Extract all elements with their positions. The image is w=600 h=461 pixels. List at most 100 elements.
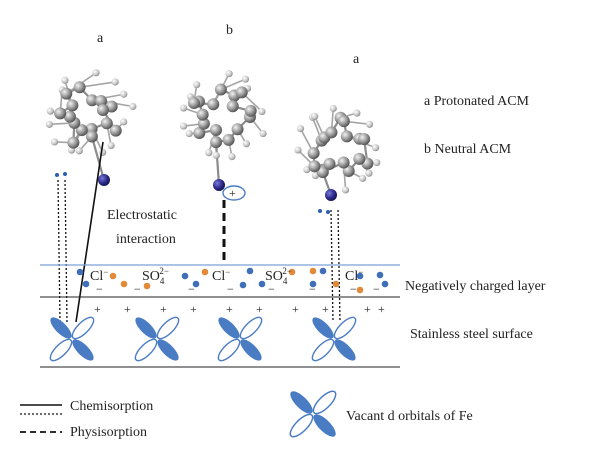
hydrogen-atom: [99, 148, 107, 156]
lone-pair-dot: [63, 172, 67, 176]
hydrogen-atom: [179, 122, 188, 130]
nitrogen-atom: [325, 189, 337, 201]
molecule-bond: [90, 136, 106, 181]
negative-charge-symbol: −: [350, 282, 357, 296]
carbon-atom: [358, 133, 371, 146]
dotted-bond-right-b: [337, 209, 341, 323]
d-orbital-icon: [134, 316, 180, 362]
neutral-acm-molecule: [179, 70, 267, 191]
positive-charge-symbol: +: [94, 302, 101, 316]
orbital-lobe-filled: [72, 339, 94, 361]
legend-physisorption: Physisorption: [70, 425, 147, 440]
electrostatic-label-line2: interaction: [116, 232, 176, 247]
molecule-right-label: a: [353, 52, 360, 67]
carbon-atom: [60, 87, 73, 100]
carbon-atom: [197, 117, 210, 130]
hydrogen-atom: [329, 104, 337, 113]
carbon-atom: [226, 100, 239, 113]
chloride-ion-dot: [356, 272, 364, 280]
d-orbital-icon: [49, 316, 95, 362]
dotted-bond-left-b: [64, 179, 68, 323]
sulfate-ion-dot: [109, 272, 117, 280]
negative-charge-symbol: −: [227, 282, 234, 296]
legend-protonated-acm: a Protonated ACM: [424, 94, 530, 109]
dotted-bond-right-a: [330, 209, 334, 323]
hydrogen-atom: [259, 129, 267, 138]
carbon-atom: [307, 147, 320, 160]
lone-pair-dot: [55, 173, 59, 177]
protonated-acm-molecule-right: [294, 104, 381, 201]
hydrogen-atom: [75, 147, 83, 155]
orbital-lobe-filled: [50, 317, 72, 339]
positive-charge-symbol: +: [378, 302, 385, 316]
orbital-lobe-open: [311, 338, 335, 362]
lone-pair-dot: [326, 210, 330, 214]
carbon-atom: [323, 157, 336, 170]
orbital-lobe-filled: [218, 317, 240, 339]
hydrogen-atom: [120, 90, 128, 98]
orbital-lobe-filled: [240, 339, 262, 361]
hydrogen-atom: [359, 174, 367, 182]
chloride-ion-dot: [82, 280, 90, 288]
negative-charge-symbol: −: [96, 282, 103, 296]
chloride-ion-dot: [309, 280, 317, 288]
orbital-lobe-filled: [334, 339, 356, 361]
nitrogen-atom: [213, 179, 225, 191]
sulfate-ion-dot: [143, 282, 151, 290]
legend-neutral-acm: b Neutral ACM: [424, 142, 512, 157]
positive-charge-symbol: +: [256, 302, 263, 316]
carbon-atom: [196, 108, 209, 121]
carbon-atom: [85, 130, 98, 143]
carbon-atom: [187, 96, 200, 109]
hydrogen-atom: [107, 141, 115, 150]
carbon-atom: [325, 126, 338, 139]
sulfate-ion-dot: [201, 268, 209, 276]
negative-charge-symbol: −: [309, 282, 316, 296]
carbon-atom: [353, 152, 366, 165]
carbon-atom: [210, 124, 223, 137]
hydrogen-atom: [129, 102, 137, 111]
hydrogen-atom: [294, 146, 302, 154]
orbital-lobe-open: [49, 338, 73, 362]
negative-charge-symbol: −: [134, 282, 141, 296]
d-orbital-icon: [311, 316, 357, 362]
carbon-atom: [231, 123, 244, 136]
carbon-atom: [235, 86, 248, 99]
carbon-atom: [244, 104, 257, 117]
chloride-ion-dot: [381, 280, 389, 288]
hydrogen-atom: [45, 120, 53, 128]
carbon-atom: [222, 133, 235, 146]
sulfate-ion-label: SO42−: [142, 266, 169, 286]
hydrogen-atom: [228, 152, 236, 161]
orbital-lobe-filled: [135, 317, 157, 339]
carbon-atom: [337, 115, 350, 128]
orbital-lobe-open: [312, 390, 337, 415]
carbon-atom: [308, 160, 321, 173]
chloride-ion-dot: [239, 281, 247, 289]
chemisorption-bond-left: [75, 141, 104, 323]
carbon-atom: [86, 94, 99, 107]
orbital-lobe-filled: [312, 317, 334, 339]
protonated-acm-molecule-left: [45, 69, 137, 186]
orbital-lobe-open: [333, 316, 357, 340]
orbital-lobe-filled: [313, 414, 336, 437]
hydrogen-atom: [373, 158, 381, 167]
carbon-atom: [340, 130, 353, 143]
chloride-ion-dot: [319, 267, 327, 275]
chloride-ion-dot: [192, 280, 200, 288]
carbon-atom: [75, 124, 88, 137]
positive-charge-marker: [222, 185, 246, 201]
sulfate-ion-dot: [356, 286, 364, 294]
hydrogen-atom: [193, 81, 201, 89]
carbon-atom: [193, 127, 206, 140]
hydrogen-atom: [50, 138, 59, 146]
orbital-lobe-open: [156, 316, 180, 340]
carbon-atom: [207, 98, 220, 111]
hydrogen-atom: [120, 118, 128, 126]
orbital-lobe-open: [134, 338, 158, 362]
legend-orbitals-label: Vacant d orbitals of Fe: [346, 409, 473, 424]
positive-charge-symbol: +: [160, 302, 167, 316]
carbon-atom: [66, 99, 79, 112]
carbon-atom: [63, 110, 76, 123]
